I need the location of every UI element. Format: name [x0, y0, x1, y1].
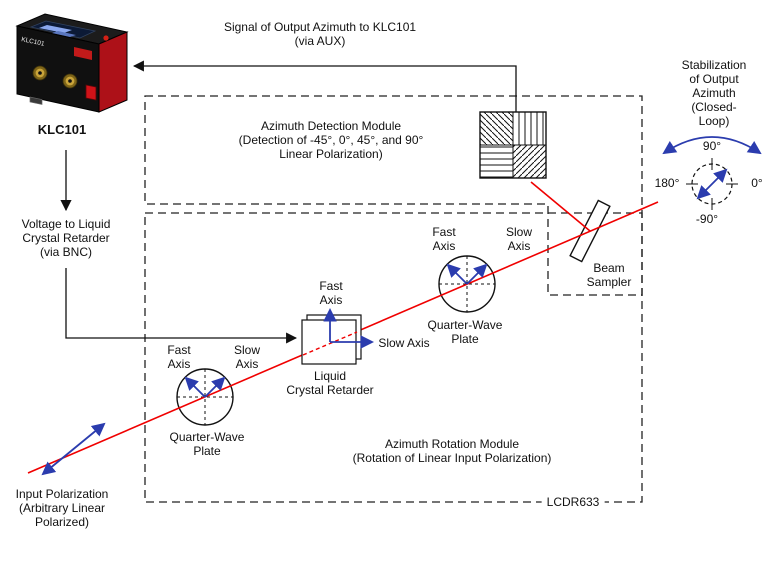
angle-90-label: 90° [702, 139, 722, 153]
detector-quadrant-0 [480, 145, 513, 178]
usb-port [29, 96, 43, 105]
aux-signal-label: Signal of Output Azimuth to KLC101 (via … [223, 20, 417, 48]
device-top-button [103, 35, 109, 41]
device-display-line-1 [39, 25, 72, 33]
angle-180-label: 180° [654, 176, 680, 190]
qwp2-fast-axis-label: Fast Axis [432, 225, 456, 253]
detector-quadrant-45 [513, 145, 546, 178]
qwp2-fast-axis-arrow [446, 263, 468, 285]
device-display-line-2 [52, 31, 76, 37]
beam-sampler-caption: Beam Sampler [586, 261, 632, 289]
rotation-range-arc-arrow [662, 136, 762, 155]
power-switch [85, 84, 97, 101]
lcdr633-model-label: LCDR633 [541, 495, 605, 509]
aux-signal-wire [132, 60, 517, 112]
device-caption: KLC101 [37, 122, 87, 137]
azimuth-rotation-module-box [144, 212, 643, 503]
angle-0-label: 0° [751, 176, 763, 190]
stabilization-title: Stabilization of Output Azimuth (Closed-… [681, 58, 747, 128]
angle-neg90-label: -90° [695, 212, 719, 226]
qwp1-fast-axis-arrow [184, 376, 206, 398]
qwp1-fast-axis-label: Fast Axis [167, 343, 191, 371]
qwp2-slow-axis-label: Slow Axis [505, 225, 533, 253]
qwp2-caption: Quarter-Wave Plate [427, 318, 503, 346]
input-polarization-arrow [41, 422, 106, 476]
output-azimuth-arrow [696, 168, 728, 200]
detector-quadrant-neg45 [480, 112, 513, 145]
lc-fast-axis-label: Fast Axis [319, 279, 343, 307]
bnc-voltage-wire [65, 268, 298, 344]
beam-through-lc [302, 331, 358, 356]
lc-slow-axis-label: Slow Axis [378, 336, 430, 350]
qwp1-slow-axis-label: Slow Axis [233, 343, 261, 371]
sma-connector-1 [32, 65, 48, 81]
liquid-crystal-retarder-optic [301, 307, 375, 365]
rotation-module-title: Azimuth Rotation Module (Rotation of Lin… [352, 437, 552, 465]
klc101-device: KLC101 [15, 13, 129, 113]
device-front-label: KLC101 [21, 36, 46, 48]
detector-quadrant-90 [513, 112, 546, 145]
bnc-voltage-label: Voltage to Liquid Crystal Retarder (via … [21, 217, 111, 259]
thorlabs-logo [74, 47, 92, 60]
sma-connector-2 [62, 73, 78, 89]
device-side-face [98, 31, 128, 113]
qwp1-caption: Quarter-Wave Plate [169, 430, 245, 458]
input-polarization-label: Input Polarization (Arbitrary Linear Pol… [15, 487, 109, 529]
azimuth-stabilization-diagram [662, 136, 762, 210]
detection-module-title: Azimuth Detection Module (Detection of -… [238, 119, 424, 161]
sampled-beam [530, 181, 591, 232]
polarization-detector-icon [479, 111, 547, 179]
qwp1-slow-axis-arrow [204, 376, 226, 398]
azimuth-detection-module-box [144, 95, 643, 296]
qwp2-slow-axis-arrow [466, 263, 488, 285]
lc-caption: Liquid Crystal Retarder [286, 369, 374, 397]
